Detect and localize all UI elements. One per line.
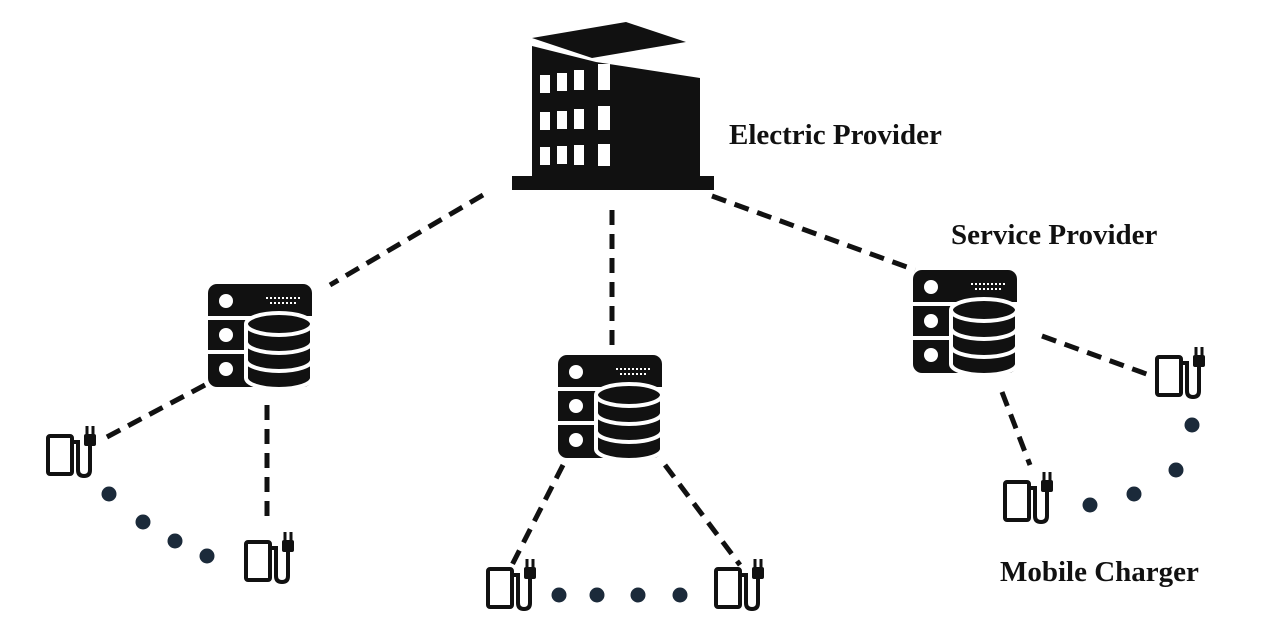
server-database-icon (556, 353, 664, 462)
link-electric-left-server (328, 192, 485, 288)
electric-provider-label: Electric Provider (729, 119, 942, 151)
mobile-charger-label: Mobile Charger (1000, 556, 1199, 588)
link-right-server-charger-b (1041, 333, 1153, 379)
mobile-charger-icon (486, 557, 538, 611)
mobile-charger-icon (46, 424, 98, 478)
service-provider-label: Service Provider (951, 219, 1158, 251)
link-electric-right-server (711, 193, 916, 273)
link-left-server-charger-a (103, 382, 207, 441)
server-database-icon (911, 268, 1019, 377)
server-database-icon (206, 282, 314, 391)
office-building-icon (512, 22, 714, 190)
mobile-charger-icon (1003, 470, 1055, 524)
mobile-charger-icon (714, 557, 766, 611)
mobile-charger-icon (1155, 345, 1207, 399)
link-center-server-charger-b (663, 463, 742, 567)
ellipsis-dots-left (101, 486, 215, 564)
ellipsis-dots-center (551, 587, 688, 603)
link-right-server-charger-a (999, 391, 1033, 466)
ellipsis-dots-right (1082, 417, 1200, 513)
mobile-charger-icon (244, 530, 296, 584)
link-center-server-charger-a (509, 463, 566, 567)
